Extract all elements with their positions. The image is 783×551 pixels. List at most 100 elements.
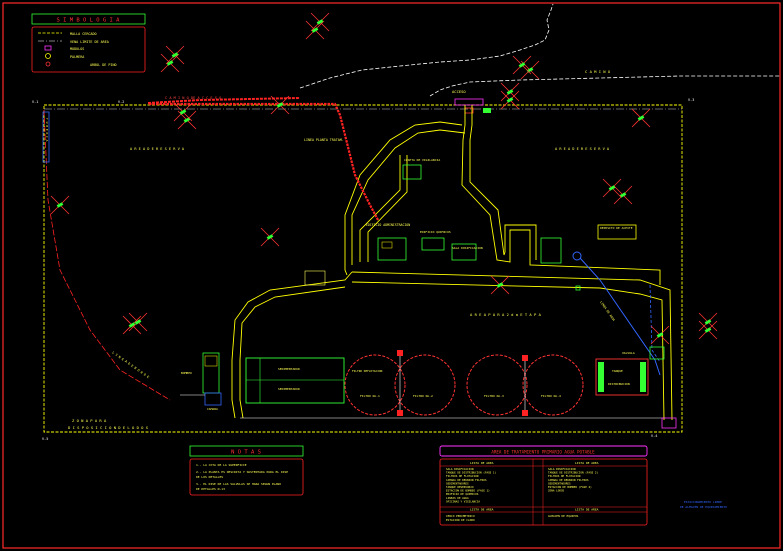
notes-title-box — [189, 445, 304, 457]
leaf-icon — [134, 319, 142, 325]
index-row: SEDIMENTADORES — [548, 481, 571, 485]
index-row: EDIFICIO DE QUIMICOS — [446, 492, 479, 496]
index-row: CAMARA DE REUNION FILTROS — [446, 478, 487, 482]
index-row: SEDIMENTADORES — [446, 481, 469, 485]
tank-wall — [640, 362, 646, 392]
leaf-icon — [179, 109, 187, 115]
notes-frame — [189, 458, 304, 496]
pipeline-label: LINEA PLANTA TRATAM. — [304, 138, 344, 142]
road-label-top: C A M I N O — [585, 69, 611, 74]
index-row: LINEAS DE AGUA — [446, 496, 469, 500]
chamber — [204, 392, 222, 406]
leaf-icon — [316, 19, 324, 25]
module-icon — [204, 355, 218, 367]
admin-building — [377, 237, 407, 261]
gate-icon — [454, 98, 484, 106]
tree-icon — [45, 61, 51, 67]
leaf-icon — [637, 115, 645, 121]
legend-item-label: MODULOS — [70, 47, 84, 51]
index-row: TANQUE DE DISTRIBUCION (FASE 1) — [446, 471, 497, 475]
well-icon — [572, 251, 582, 261]
sign-block — [304, 270, 326, 286]
site-boundary — [43, 104, 683, 433]
leaf-icon — [619, 192, 627, 198]
index-frame — [439, 458, 648, 526]
guard-house — [483, 108, 491, 113]
distribution-tank — [595, 358, 649, 396]
chemicals-building — [421, 237, 445, 251]
legend-item-label: VENA LIMITE DE AREA — [70, 40, 109, 44]
leaf-icon — [311, 27, 319, 33]
legend-item-label: ARBOL DE PINO — [90, 63, 117, 67]
caseta-building — [402, 164, 422, 180]
trees — [50, 12, 718, 345]
note-line: 2.- LA PLANTA ES DESCRITA Y SUSTENTADA P… — [196, 470, 288, 474]
legend-item-label: PALMERA — [70, 55, 84, 59]
note-line: DE DETALLES N-13 — [196, 487, 225, 491]
vertex-label: V-1 — [32, 100, 38, 104]
index-row: OFICINAS Y VIGILANCIA — [446, 499, 480, 503]
module-icon — [575, 285, 581, 291]
plant-label: CAMARA — [207, 407, 218, 411]
vertex-label: V-4 — [651, 434, 657, 438]
plant-label: TANQUE — [612, 369, 623, 373]
palm-icon — [45, 53, 51, 59]
notes-panel: N O T A S 1.- LA COTA DE LA SUPERFICIE 2… — [189, 445, 304, 496]
left-pipe-text: T U B E R I A — [45, 118, 49, 142]
leaf-icon — [166, 60, 174, 66]
leaf-icon — [704, 319, 712, 325]
dosing-room — [451, 243, 477, 261]
index-row: ZONA LODOS — [548, 489, 565, 493]
filter-circle — [394, 354, 456, 416]
index-row: SALA DOSIFICACION — [548, 467, 576, 471]
index-row: TANQUE DE DISTRIBUCION (FASE 2) — [548, 471, 599, 475]
index-row: FILTROS DE FLOTACION — [446, 474, 479, 478]
valve-marker — [522, 355, 528, 361]
filter-circle — [344, 354, 406, 416]
leaf-icon — [276, 102, 284, 108]
entrance-label: ACCESO — [452, 89, 466, 94]
filter-circle — [466, 354, 528, 416]
left-pipe-marker — [42, 111, 50, 163]
note-line: 1.- LA COTA DE LA SUPERFICIE — [196, 463, 247, 467]
road-label: C A M I N O DE A C C E S O — [165, 96, 221, 100]
index-row: CERCO PERIMETRICO — [446, 514, 475, 518]
index-row: FILTROS DE FLOTACION — [548, 474, 581, 478]
building-label: EDIFICIO ADMINISTRACION — [366, 223, 410, 227]
legend-frame — [31, 26, 146, 73]
module-icon — [44, 45, 52, 51]
note-line: DE LOS DETALLES — [196, 475, 223, 479]
blue-water-line: LINEA DE AGUA — [579, 257, 661, 376]
legend-title-box — [31, 13, 146, 25]
index-header: LISTA DE AREA — [575, 461, 599, 465]
sedimentator-block — [245, 357, 345, 404]
index-row: ALMACEN DE EQUIPOS — [548, 514, 579, 518]
plant-label: VALVULA — [622, 351, 635, 355]
plant-label: FILTRO DEFLOTACION — [352, 369, 383, 373]
index-row: SALA DOSIFICACION — [446, 467, 474, 471]
corner-label-2: DE ALMACEN DE EQUIPAMIENTO — [680, 505, 727, 509]
border-line-label: L I N E A D E B O R D E — [111, 351, 150, 380]
plant-label: SEDIMENTADOR — [278, 367, 300, 371]
leaf-icon — [704, 327, 712, 333]
leaf-icon — [518, 62, 526, 68]
zona-lodos-line2: D I S P O S I C I O N D E L O D O S — [68, 425, 149, 430]
vertex-label: V-5 — [42, 437, 48, 441]
building-label: DEPOSITO DE ACEITE — [600, 226, 633, 230]
tank-wall — [598, 362, 604, 392]
internal-roads — [231, 105, 673, 421]
filter-circle — [522, 354, 584, 416]
notes-title: N O T A S — [231, 450, 261, 456]
index-row: CAMARA DE REUNION FILTROS — [548, 478, 589, 482]
leaf-icon — [506, 89, 514, 95]
plant-label: FILTRO No.2 — [413, 394, 433, 398]
access-road-top: C A M I N O — [299, 3, 780, 97]
leaf-icon — [128, 322, 136, 328]
plant-label: FILTRO No.1 — [360, 394, 380, 398]
module-icon — [381, 241, 393, 249]
area-reserva-right: A R E A D E R E S E R V A — [555, 147, 610, 151]
corner-label-1: ESTACIONAMIENTO LIBRE — [684, 500, 722, 504]
index-footer: LISTA DE AREA — [470, 508, 494, 512]
